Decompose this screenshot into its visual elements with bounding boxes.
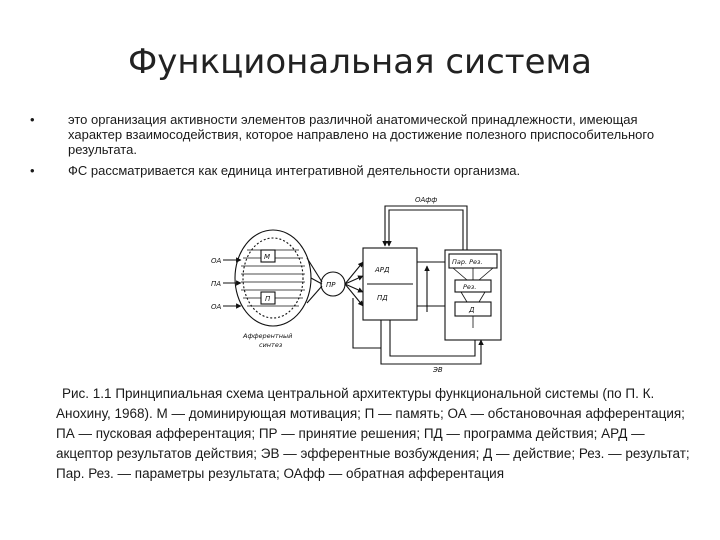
pd-label: ПД [377, 294, 388, 302]
bullet-list: • это организация активности элементов р… [30, 112, 670, 184]
bullet-text: это организация активности элементов раз… [68, 112, 655, 157]
m-label: М [264, 253, 270, 261]
ard-label: АРД [374, 266, 390, 274]
oaff-label: ОАфф [415, 196, 437, 204]
bullet-text: ФС рассматривается как единица интеграти… [68, 163, 521, 178]
figure-caption: Рис. 1.1 Принципиальная схема центрально… [56, 386, 690, 481]
bullet-item: • ФС рассматривается как единица интегра… [30, 163, 670, 178]
result-block [444, 249, 502, 341]
p-box [260, 291, 276, 305]
m-box [260, 249, 276, 263]
bullet-item: • это организация активности элементов р… [30, 112, 670, 157]
d-label: Д [468, 306, 475, 314]
rez-label: Рез. [463, 283, 476, 291]
functional-system-diagram: ОА ПА ОА М П ПР АРД ПД ОАфф ЭВ Пар. Рез.… [211, 196, 502, 374]
pa-label: ПА [211, 280, 221, 288]
ev-label: ЭВ [432, 366, 443, 374]
pr-label: ПР [326, 281, 336, 289]
oa-top-label: ОА [211, 257, 222, 265]
bullet-glyph: • [30, 163, 35, 178]
p-label: П [265, 295, 271, 303]
slide-title: Функциональная система [127, 42, 593, 82]
oa-bottom-label: ОА [211, 303, 222, 311]
bullet-glyph: • [30, 112, 35, 127]
afferent-synthesis-label-1: Афферентный [242, 332, 292, 340]
afferent-synthesis-oval [234, 229, 312, 327]
afferent-synthesis-label-2: синтез [259, 341, 283, 349]
par-rez-label: Пар. Рез. [452, 258, 483, 266]
